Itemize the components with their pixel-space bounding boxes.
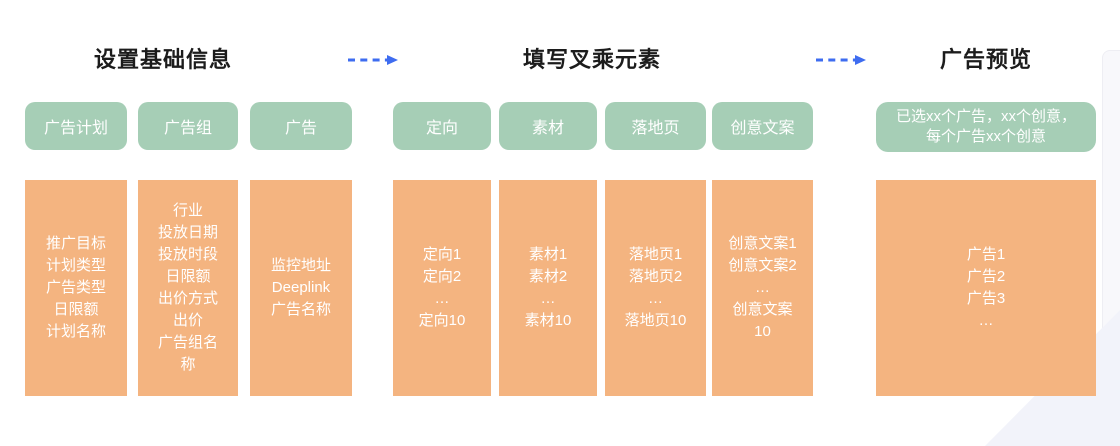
detail-card-text: 定向1 定向2 … 定向10: [418, 246, 466, 329]
detail-card-text: 行业 投放日期 投放时段 日限额 出价方式 出价 广告组名称: [157, 202, 218, 373]
detail-card-text: 监控地址 Deeplink 广告名称: [270, 257, 331, 318]
column-ad: 广告 监控地址 Deeplink 广告名称: [250, 102, 352, 396]
stage-pill: 落地页: [605, 102, 706, 150]
stage-pill-label: 素材: [531, 120, 564, 137]
detail-card: 落地页1 落地页2 … 落地页10: [605, 180, 706, 396]
dashed-arrow-icon: [347, 53, 399, 65]
detail-card: 行业 投放日期 投放时段 日限额 出价方式 出价 广告组名称: [138, 180, 238, 396]
detail-card: 定向1 定向2 … 定向10: [393, 180, 491, 396]
stage-pill-label: 广告计划: [43, 120, 108, 137]
detail-card: 监控地址 Deeplink 广告名称: [250, 180, 352, 396]
column-landing-page: 落地页 落地页1 落地页2 … 落地页10: [605, 102, 706, 396]
stage-pill-label: 创意文案: [730, 120, 795, 137]
preview-summary-label: 已选xx个广告，xx个创意， 每个广告xx个创意: [895, 108, 1076, 145]
column-material: 素材 素材1 素材2 … 素材10: [499, 102, 597, 396]
stage-pill-label: 广告组: [163, 120, 212, 137]
detail-card-text: 落地页1 落地页2 … 落地页10: [624, 246, 687, 329]
detail-card-text: 广告1 广告2 广告3 …: [966, 246, 1006, 329]
detail-card-text: 创意文案1 创意文案2 … 创意文案10: [728, 235, 797, 340]
stage-pill: 广告计划: [25, 102, 127, 150]
step-title-ad-preview: 广告预览: [939, 47, 1032, 72]
column-ad-group: 广告组 行业 投放日期 投放时段 日限额 出价方式 出价 广告组名称: [138, 102, 238, 396]
detail-card-text: 推广目标 计划类型 广告类型 日限额 计划名称: [45, 235, 106, 340]
detail-card: 推广目标 计划类型 广告类型 日限额 计划名称: [25, 180, 127, 396]
stage-pill-label: 落地页: [631, 120, 680, 137]
column-ad-plan: 广告计划 推广目标 计划类型 广告类型 日限额 计划名称: [25, 102, 127, 396]
step-title-cross-elements: 填写叉乘元素: [522, 47, 661, 72]
detail-card: 广告1 广告2 广告3 …: [876, 180, 1096, 396]
column-targeting: 定向 定向1 定向2 … 定向10: [393, 102, 491, 396]
stage-pill-label: 广告: [284, 120, 317, 137]
detail-card: 素材1 素材2 … 素材10: [499, 180, 597, 396]
stage-pill: 创意文案: [712, 102, 813, 150]
preview-summary-pill: 已选xx个广告，xx个创意， 每个广告xx个创意: [876, 102, 1096, 152]
detail-card-text: 素材1 素材2 … 素材10: [524, 246, 572, 329]
detail-card: 创意文案1 创意文案2 … 创意文案10: [712, 180, 813, 396]
stage-pill-label: 定向: [425, 120, 458, 137]
stage-pill: 广告: [250, 102, 352, 150]
dashed-arrow-icon: [815, 53, 867, 65]
stage-pill: 定向: [393, 102, 491, 150]
column-ad-copy: 创意文案 创意文案1 创意文案2 … 创意文案10: [712, 102, 813, 396]
column-ad-preview: 已选xx个广告，xx个创意， 每个广告xx个创意 广告1 广告2 广告3 …: [876, 102, 1096, 396]
stage-pill: 广告组: [138, 102, 238, 150]
stage-pill: 素材: [499, 102, 597, 150]
step-title-basic-info: 设置基础信息: [93, 47, 232, 72]
